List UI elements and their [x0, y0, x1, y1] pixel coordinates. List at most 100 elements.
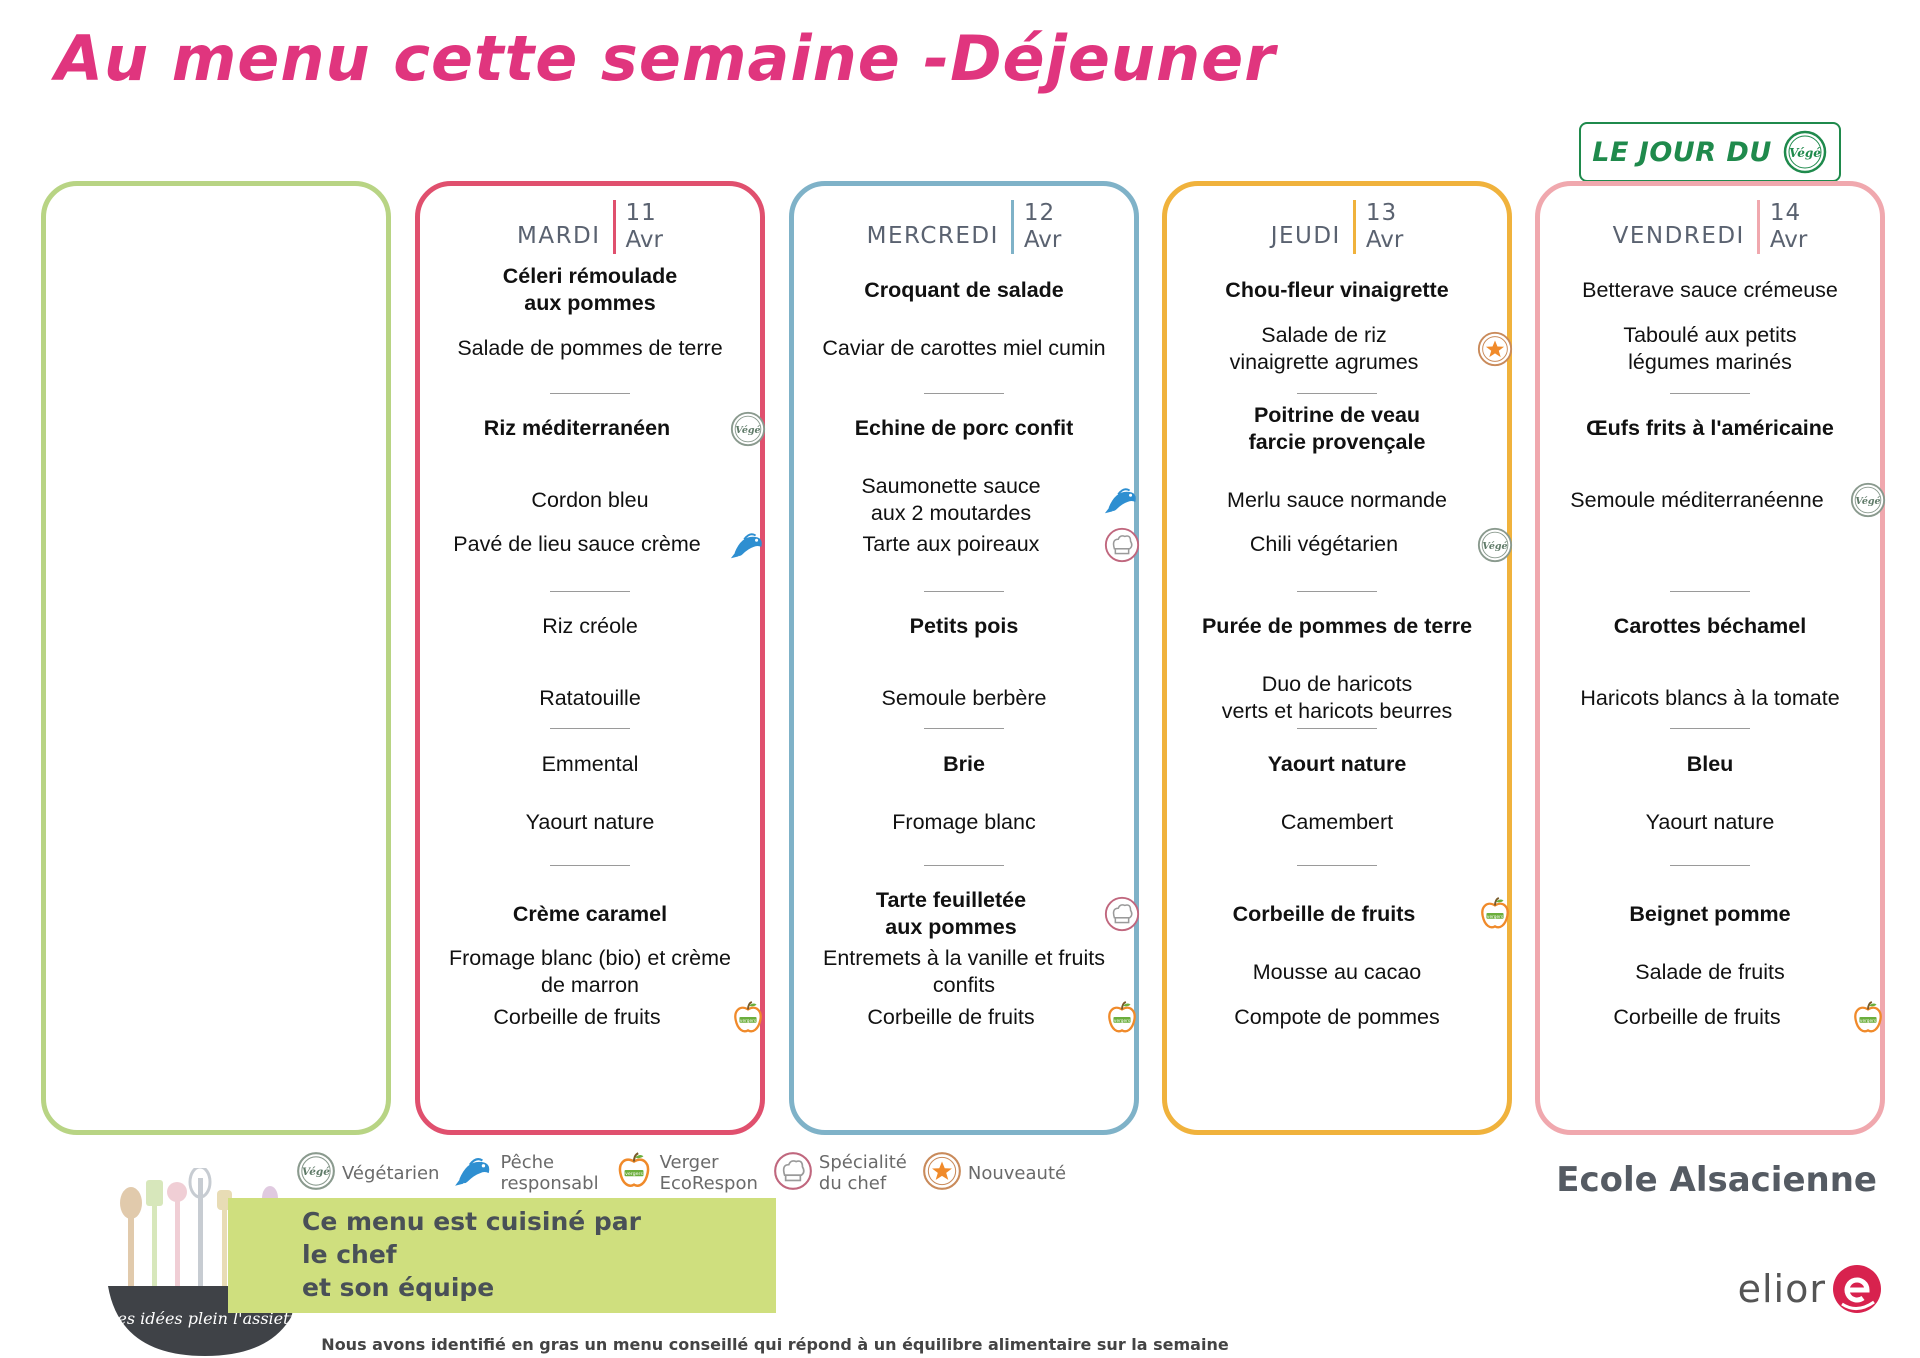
dish-item: Yaourt nature — [1267, 752, 1407, 776]
dish-item: Corbeille de fruits — [1613, 1005, 1781, 1029]
course-separator — [1670, 393, 1750, 394]
legend-item: Spécialité du chef — [772, 1150, 907, 1197]
dish-item: Fromage blanc — [892, 810, 1036, 834]
dish-item: Œufs frits à l'américaine — [1586, 416, 1834, 440]
svg-text:Végé: Végé — [735, 424, 760, 435]
dish-item: Crème caramel — [512, 901, 668, 926]
course-separator — [924, 728, 1004, 729]
vege-icon: Végé — [1783, 130, 1826, 174]
dish-item: Caviar de carottes miel cumin — [822, 336, 1106, 360]
dish-item: Riz créole — [542, 614, 638, 638]
course-separator — [924, 393, 1004, 394]
day-month: Avr — [1769, 227, 1808, 253]
legend-label: Végétarien — [342, 1162, 440, 1184]
day-month: Avr — [1365, 227, 1404, 253]
legend-item: Nouveauté — [921, 1150, 1066, 1197]
day-name: MARDI — [516, 223, 601, 249]
dish-item: Beignet pomme — [1629, 901, 1791, 926]
day-number: 14 — [1769, 200, 1802, 226]
dish-item: Ratatouille — [539, 685, 641, 710]
course-separator — [550, 728, 630, 729]
course-separator — [1297, 865, 1377, 866]
course-separator — [550, 591, 630, 592]
svg-text:Végé: Végé — [302, 1166, 330, 1178]
chef-icon — [772, 1150, 814, 1197]
svg-text:vergers: vergers — [625, 1171, 643, 1177]
dish-item: Entremets à la vanille et fruits confits — [822, 946, 1105, 997]
day-name: JEUDI — [1270, 223, 1341, 249]
day-name: MERCREDI — [866, 223, 999, 249]
dish-item: Tarte aux poireaux — [862, 532, 1040, 556]
legend-label: Verger EcoRespon — [659, 1152, 758, 1194]
vege-icon: Végé — [1475, 525, 1515, 565]
course-separator — [1670, 865, 1750, 866]
vege-icon: Végé — [295, 1150, 337, 1197]
dish-item: Semoule méditerranéenne — [1570, 487, 1824, 512]
dish-item: Salade de fruits — [1635, 959, 1785, 984]
course-separator — [550, 393, 630, 394]
vege-icon-label: Végé — [1789, 146, 1821, 160]
school-name: Ecole Alsacienne — [1556, 1160, 1877, 1200]
dish-item: Taboulé aux petits légumes marinés — [1623, 322, 1797, 374]
dish-item: Salade de pommes de terre — [457, 336, 723, 360]
dish-item: Petits pois — [909, 614, 1019, 638]
legend-item: vergers Verger EcoRespon — [613, 1150, 758, 1197]
dish-item: Bleu — [1686, 752, 1734, 776]
page-title: Au menu cette semaine -Déjeuner — [55, 22, 1276, 95]
dish-item: Riz méditerranéen — [483, 416, 671, 440]
dish-item: Chili végétarien — [1249, 532, 1399, 556]
svg-text:vergers: vergers — [740, 1017, 757, 1023]
day-month: Avr — [1023, 227, 1062, 253]
fish-icon — [453, 1150, 495, 1197]
dish-item: Corbeille de fruits — [493, 1005, 661, 1029]
svg-text:vergers: vergers — [1114, 1017, 1131, 1023]
legend-label: Nouveauté — [967, 1162, 1067, 1184]
fish-icon — [1102, 480, 1142, 520]
vege-icon: Végé — [728, 409, 768, 449]
course-separator — [1297, 728, 1377, 729]
dish-item: Carottes béchamel — [1613, 614, 1807, 638]
dish-item: Purée de pommes de terre — [1201, 614, 1473, 638]
dish-item: Tarte feuilletée aux pommes — [875, 888, 1027, 939]
vege-icon: Végé — [1848, 480, 1888, 520]
dish-item: Cordon bleu — [531, 487, 649, 512]
dish-item: Pavé de lieu sauce crème — [453, 532, 701, 556]
dish-item: Brie — [943, 752, 985, 776]
legend-item: Végé Végétarien — [295, 1150, 439, 1197]
dish-item: Céleri rémoulade aux pommes — [502, 264, 678, 315]
day-number: 13 — [1365, 200, 1398, 226]
dish-item: Croquant de salade — [864, 277, 1064, 302]
apple-icon: vergers — [1102, 998, 1142, 1038]
day-name: VENDREDI — [1612, 223, 1745, 249]
star-icon — [921, 1150, 963, 1197]
elior-e-icon — [1833, 1265, 1881, 1313]
chef-icon — [1102, 525, 1142, 565]
dish-item: Yaourt nature — [1645, 810, 1775, 834]
dish-item: Camembert — [1280, 810, 1394, 834]
footnote: Nous avons identifié en gras un menu con… — [321, 1335, 1229, 1354]
dish-item: Yaourt nature — [525, 810, 655, 834]
apple-icon: vergers — [1848, 998, 1888, 1038]
legend: Végé Végétarien Pêche responsabl vergers Ver… — [295, 1148, 1080, 1198]
svg-text:vergers: vergers — [1860, 1017, 1877, 1023]
course-separator — [1670, 728, 1750, 729]
svg-text:Végé: Végé — [1482, 540, 1507, 551]
dish-item: Emmental — [541, 752, 639, 776]
course-separator — [924, 865, 1004, 866]
course-separator — [1670, 591, 1750, 592]
day-number: 12 — [1023, 200, 1056, 226]
legend-label: Spécialité du chef — [818, 1152, 907, 1194]
day-number: 11 — [625, 200, 657, 226]
legend-label: Pêche responsabl — [500, 1152, 599, 1194]
dish-item: Echine de porc confit — [854, 416, 1074, 440]
